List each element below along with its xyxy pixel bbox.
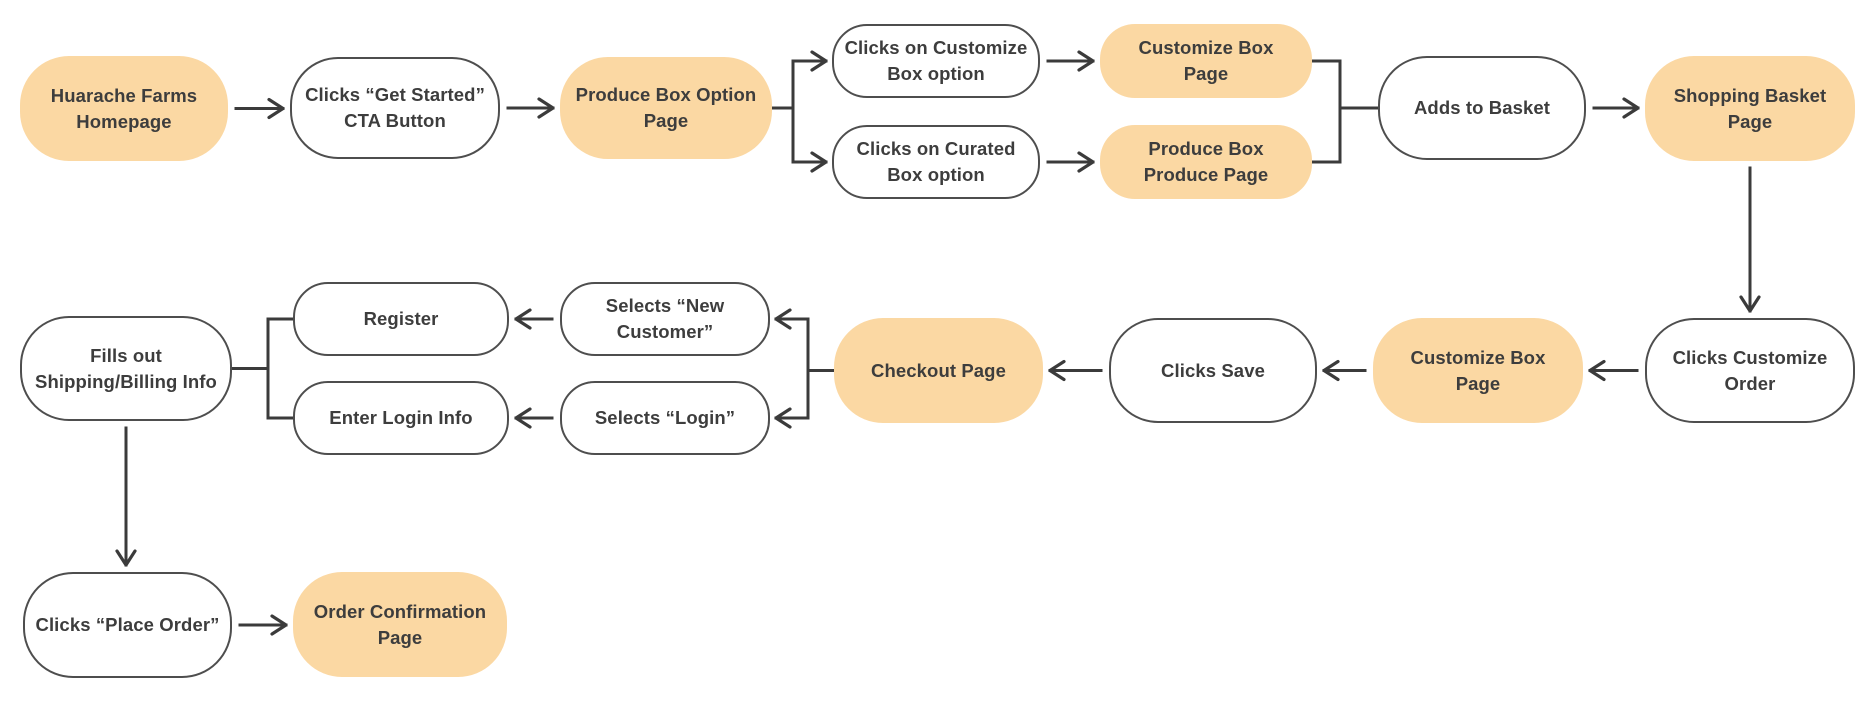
node-label-line: Page (1455, 372, 1501, 394)
flow-node-selects-login[interactable]: Selects “Login” (560, 381, 770, 455)
node-label-line: Clicks on Curated (856, 138, 1016, 159)
node-label-line: Clicks Customize (1672, 346, 1828, 368)
node-label-line: Adds to Basket (1413, 97, 1551, 118)
node-label-line: Selects “New (605, 295, 725, 316)
flow-node-clicks-save[interactable]: Clicks Save (1109, 318, 1317, 423)
node-label-line: Clicks Save (1161, 359, 1265, 381)
node-label-line: Checkout Page (871, 359, 1006, 381)
node-label-line: Produce Box Option (575, 84, 757, 105)
node-label-line: Shipping/Billing Info (35, 370, 217, 392)
flow-node-register[interactable]: Register (293, 282, 509, 356)
node-label-line: Customize Box (1410, 346, 1546, 368)
node-label-line: Page (1727, 110, 1773, 132)
node-label-line: Enter Login Info (329, 407, 473, 428)
node-label-line: Order Confirmation (313, 600, 487, 622)
node-label-line: Page (377, 626, 423, 648)
node-label-line: Produce Page (1143, 164, 1269, 185)
node-label-line: Shopping Basket (1673, 84, 1827, 106)
node-label-line: Customize Box (1138, 37, 1274, 58)
node-label-line: Customer” (616, 321, 714, 342)
flow-node-adds-to-basket[interactable]: Adds to Basket (1378, 56, 1586, 160)
flow-node-get-started[interactable]: Clicks “Get Started” CTA Button (290, 57, 500, 159)
flow-node-checkout-page[interactable]: Checkout Page (834, 318, 1043, 423)
node-label-line: Clicks “Get Started” (305, 84, 485, 105)
node-label-line: Selects “Login” (594, 407, 736, 428)
node-label-line: Page (1183, 63, 1229, 84)
node-label-line: Order (1724, 372, 1776, 394)
node-label-line: Clicks “Place Order” (35, 614, 220, 635)
node-label-line: Homepage (76, 110, 172, 132)
flow-node-clicks-place-order[interactable]: Clicks “Place Order” (23, 572, 232, 678)
node-label-line: Box option (887, 63, 985, 84)
node-label-line: CTA Button (344, 110, 446, 131)
flow-node-enter-login-info[interactable]: Enter Login Info (293, 381, 509, 455)
node-label-line: Fills out (90, 344, 162, 366)
node-label-line: Page (643, 110, 689, 131)
node-label-line: Huarache Farms (50, 84, 198, 106)
node-label-line: Box option (887, 164, 985, 185)
node-label-line: Register (363, 308, 439, 329)
node-label-line: Clicks on Customize (844, 37, 1028, 58)
node-label-line: Produce Box (1148, 138, 1264, 159)
